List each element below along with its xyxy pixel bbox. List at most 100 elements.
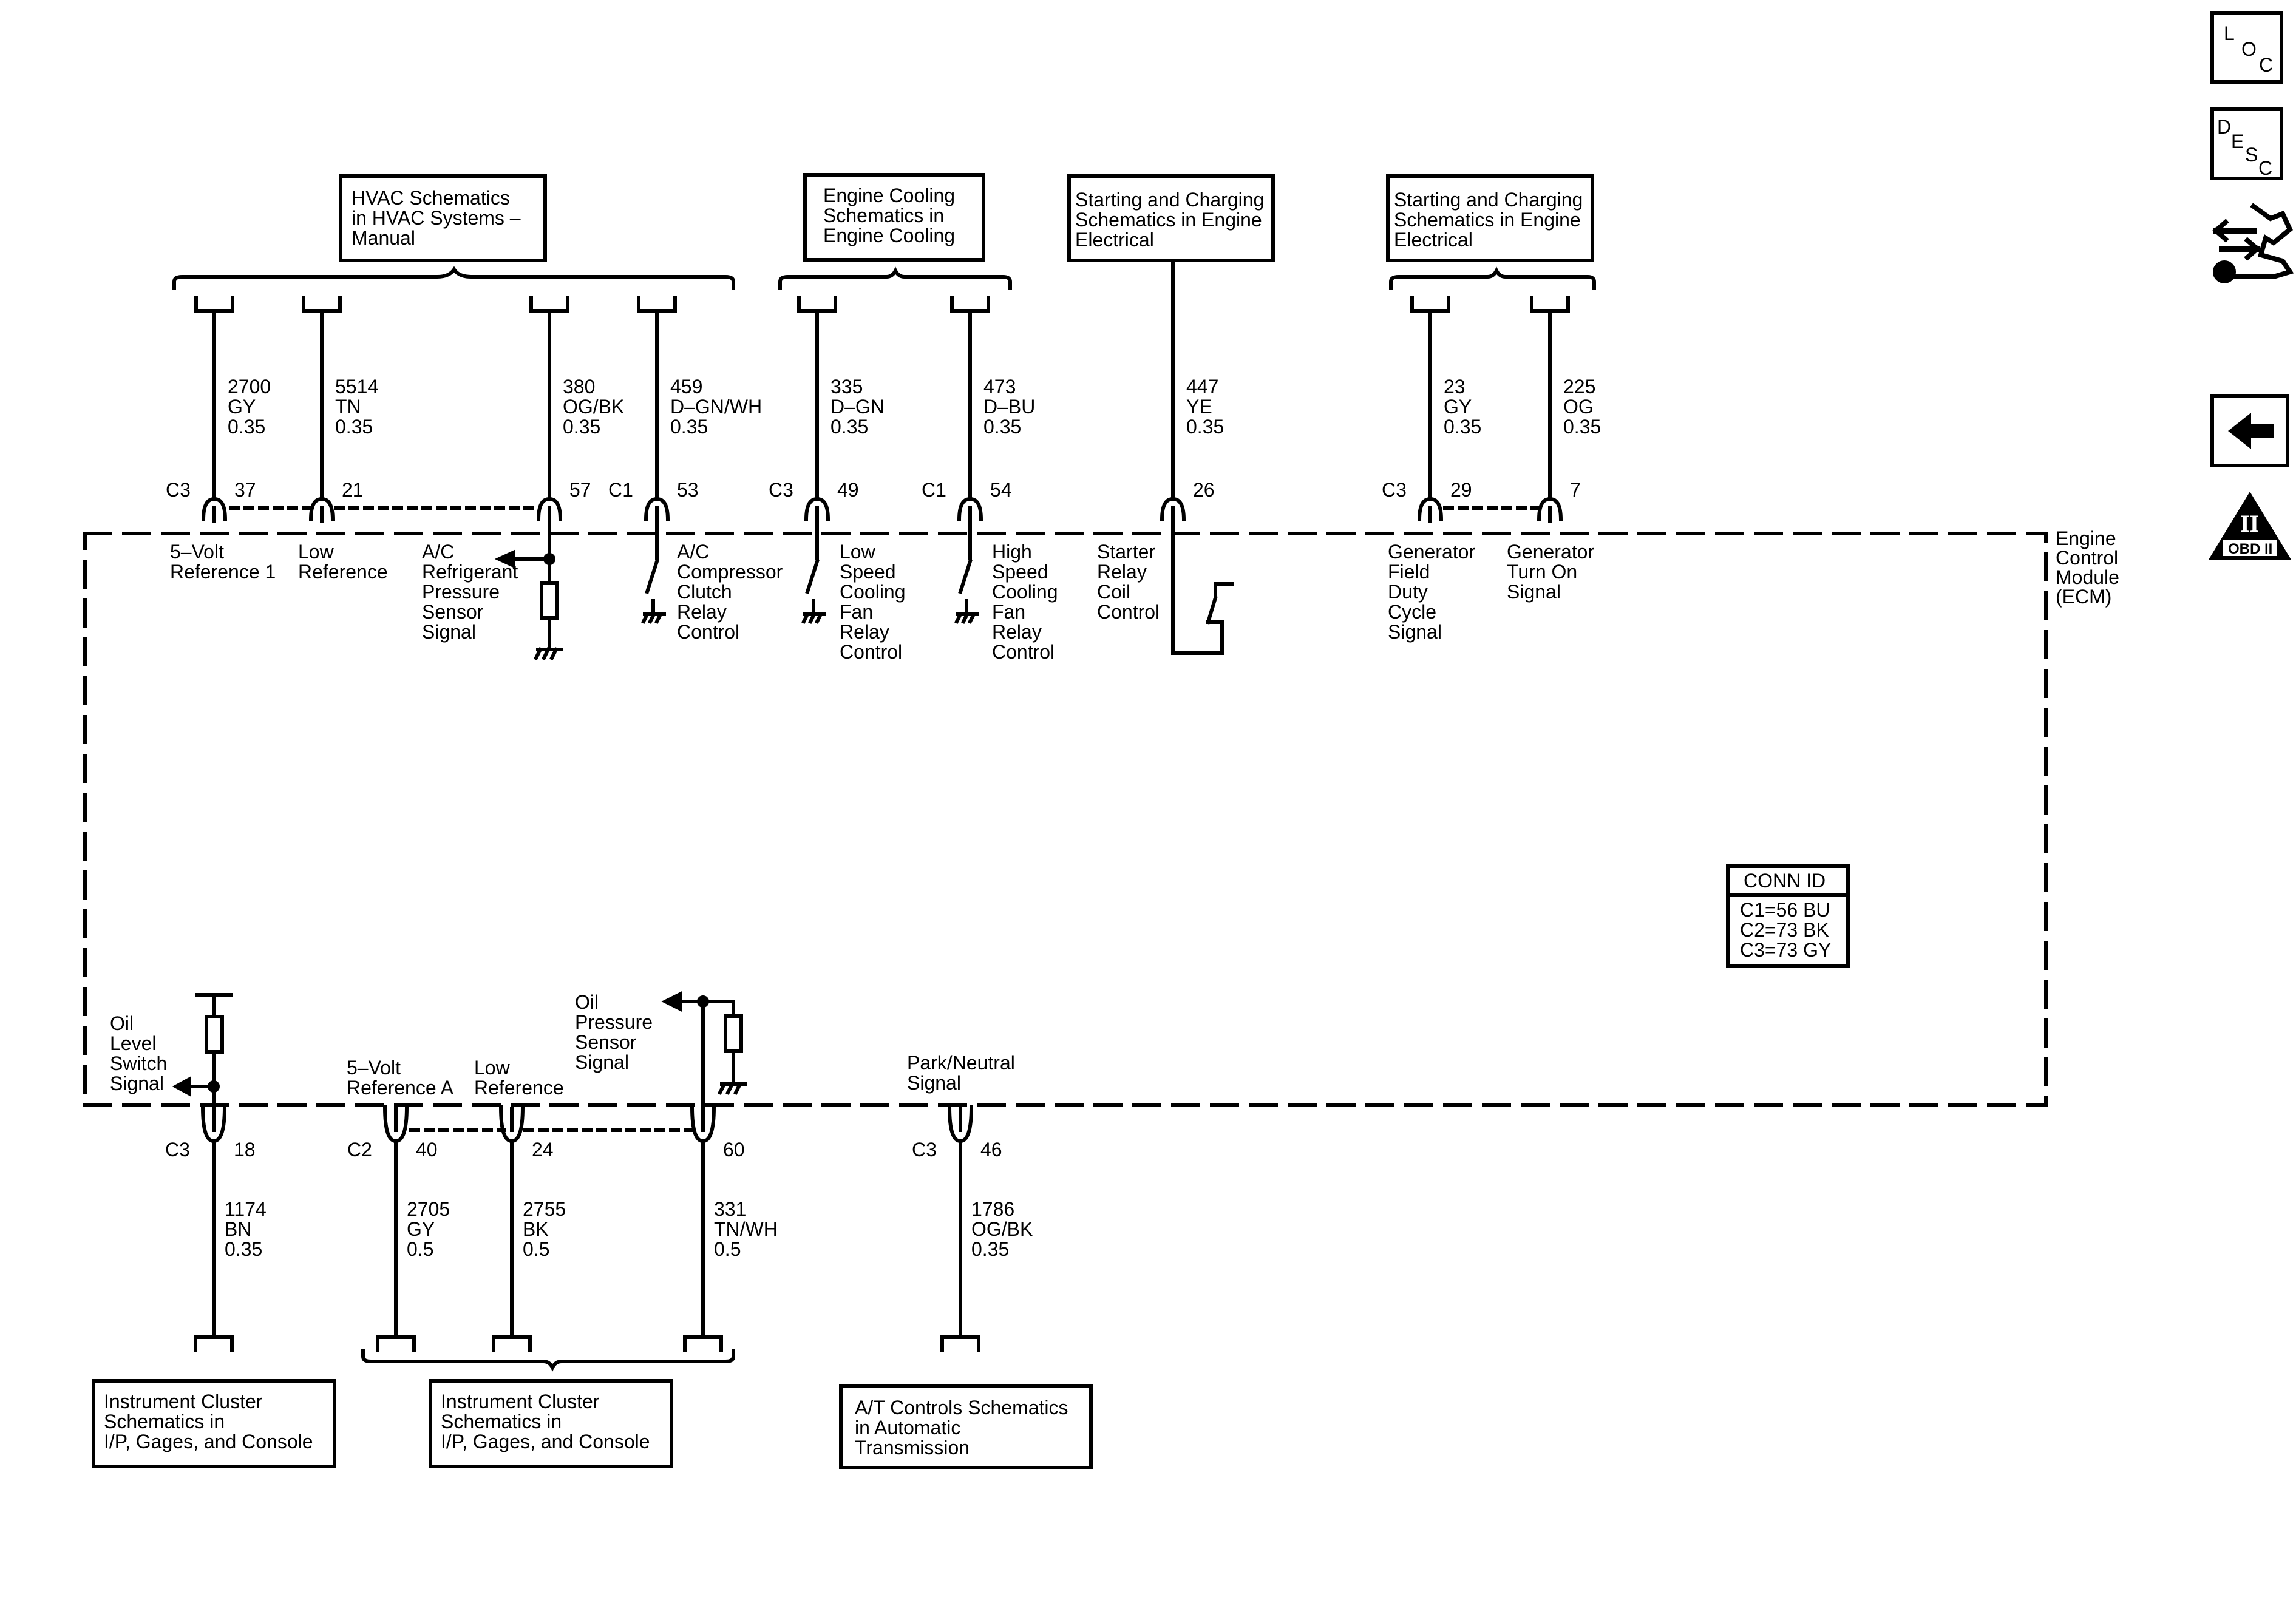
ref-box-engine-cooling[interactable]: Engine Cooling Schematics in Engine Cool… (803, 173, 985, 262)
circuit-number: 380 (563, 376, 595, 398)
ref-box-instrument-cluster-2[interactable]: Instrument Cluster Schematics in I/P, Ga… (429, 1379, 673, 1468)
signal-label: High (992, 541, 1032, 563)
ref-box-line: in Automatic (855, 1417, 960, 1439)
wire-size: 0.35 (1444, 416, 1481, 438)
wire-size: 0.35 (830, 416, 868, 438)
bottom-wires: 1174BN0.3518C3OilLevelSwitchSignal2705GY… (110, 991, 1033, 1352)
pin-number: 54 (990, 479, 1012, 501)
pin-connector (1160, 497, 1186, 522)
wire-size: 0.35 (670, 416, 708, 438)
signal-label: Signal (907, 1072, 961, 1094)
ref-box-line: Engine Cooling (823, 185, 955, 206)
terminal-stub (637, 296, 677, 313)
wire-size: 0.5 (523, 1238, 549, 1260)
pin-number: 60 (723, 1139, 745, 1161)
back-arrow-button[interactable] (2210, 394, 2289, 467)
signal-label: Signal (110, 1073, 164, 1094)
pin-connector (201, 497, 228, 522)
signal-label: Turn On (1507, 561, 1577, 583)
signal-label: Control (677, 621, 739, 643)
wire-size: 0.35 (971, 1238, 1009, 1260)
pin-number: 46 (980, 1139, 1002, 1161)
ref-box-line: Schematics in (823, 205, 944, 226)
signal-label: Level (110, 1032, 157, 1054)
signal-label: Low (840, 541, 876, 563)
signal-label: Signal (1388, 621, 1442, 643)
pin-number: 18 (234, 1139, 256, 1161)
ref-box-hvac[interactable]: HVAC Schematics in HVAC Systems – Manual (339, 174, 547, 262)
wire-color: YE (1186, 396, 1212, 418)
pin-connector (644, 497, 670, 522)
pin-number: 37 (234, 479, 256, 501)
circuit-number: 459 (670, 376, 702, 398)
terminal-stub (492, 1335, 532, 1352)
wire-color: D–GN (830, 396, 885, 418)
loc-letter: L (2224, 22, 2235, 44)
signal-label: Pressure (575, 1011, 653, 1033)
ref-box-instrument-cluster-1[interactable]: Instrument Cluster Schematics in I/P, Ga… (92, 1379, 336, 1468)
top-wire[interactable]: 380OG/BK0.3557A/CRefrigerantPressureSens… (422, 296, 624, 643)
ecm-module-boundary (83, 532, 2048, 1107)
top-wire[interactable]: 335D–GN0.3549C3LowSpeedCoolingFanRelayCo… (769, 296, 906, 663)
wrench-connector-icon[interactable] (2212, 203, 2294, 283)
circuit-number: 1786 (971, 1198, 1014, 1220)
terminal-stub (376, 1335, 416, 1352)
signal-label: Reference (474, 1077, 564, 1099)
top-wire[interactable]: 473D–BU0.3554C1HighSpeedCoolingFanRelayC… (922, 296, 1058, 663)
connector-id: C3 (166, 479, 191, 501)
wire-color: GY (1444, 396, 1472, 418)
signal-label: Duty (1388, 581, 1428, 603)
ref-box-starting-charging-2[interactable]: Starting and Charging Schematics in Engi… (1386, 174, 1594, 262)
top-wire[interactable]: 23GY0.3529C3GeneratorFieldDutyCycleSigna… (1382, 296, 1481, 643)
ref-box-line: Schematics in Engine (1075, 209, 1262, 231)
pin-connector (804, 497, 830, 522)
signal-label: Oil (110, 1012, 134, 1034)
wire-size: 0.35 (228, 416, 265, 438)
desc-button[interactable]: D E S C (2210, 107, 2283, 180)
desc-letter: D (2217, 116, 2231, 138)
ref-box-line: I/P, Gages, and Console (104, 1431, 313, 1452)
signal-label: Fan (840, 601, 873, 623)
wire-color: D–BU (983, 396, 1035, 418)
ref-box-at-controls[interactable]: A/T Controls Schematics in Automatic Tra… (839, 1384, 1093, 1469)
pin-number: 21 (342, 479, 364, 501)
connector-id: C3 (912, 1139, 937, 1161)
wire-color: GY (407, 1218, 435, 1240)
circuit-number: 331 (714, 1198, 746, 1220)
wire-color: BK (523, 1218, 549, 1240)
wire-color: TN/WH (714, 1218, 778, 1240)
ref-box-starting-charging-1[interactable]: Starting and Charging Schematics in Engi… (1067, 174, 1275, 262)
signal-label: A/C (422, 541, 454, 563)
desc-letter: E (2231, 130, 2244, 152)
signal-label: Control (992, 641, 1055, 663)
signal-label: Control (1097, 601, 1160, 623)
signal-label: Coil (1097, 581, 1130, 603)
signal-label: Cooling (840, 581, 906, 603)
ref-box-line: Manual (352, 227, 415, 249)
pin-number: 26 (1193, 479, 1215, 501)
module-label-line: (ECM) (2056, 586, 2111, 608)
signal-label: Reference (298, 561, 388, 583)
ref-box-line: Schematics in (441, 1411, 562, 1432)
loc-button[interactable]: L O C (2210, 11, 2283, 84)
top-wire[interactable]: 459D–GN/WH0.3553C1A/CCompressorClutchRel… (608, 296, 783, 643)
terminal-stub (683, 1335, 723, 1352)
signal-label: Control (840, 641, 902, 663)
connector-id: C3 (769, 479, 793, 501)
connector-id: C3 (165, 1139, 190, 1161)
low-speed-fan-relay-switch (801, 519, 826, 625)
signal-label: Switch (110, 1052, 167, 1074)
circuit-number: 1174 (225, 1198, 267, 1220)
connector-id: C3 (1382, 479, 1407, 501)
terminal-stub (797, 296, 837, 313)
conn-id-row: C2=73 BK (1740, 919, 1829, 941)
